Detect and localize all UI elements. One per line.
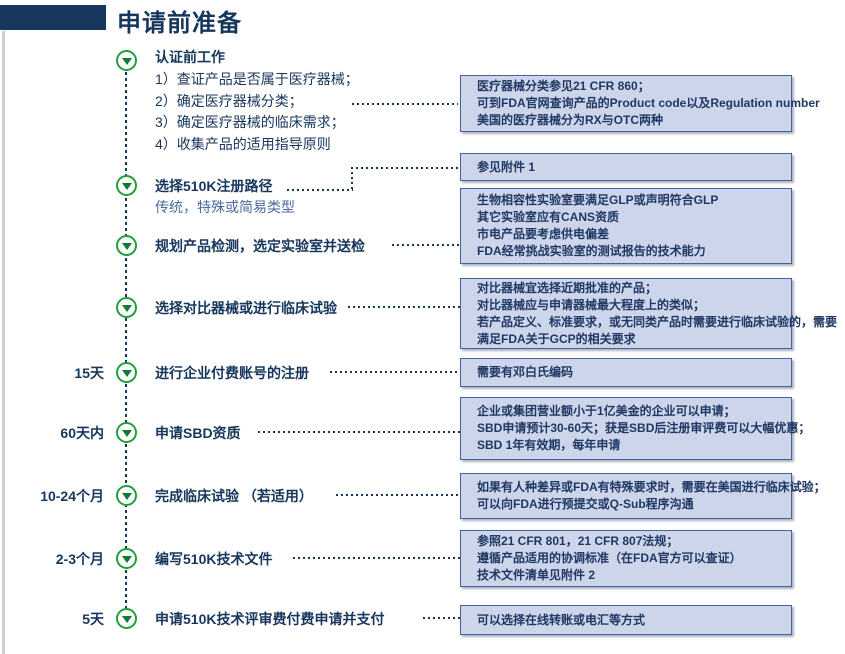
note-line: 参见附件 1	[477, 159, 536, 174]
step-label-write-510k-docs: 编写510K技术文件	[155, 551, 273, 567]
title-accent-bar	[0, 5, 106, 30]
note-line: SBD 1年有效期，每年申请	[477, 438, 621, 452]
step-label-predicate-or-clinical: 选择对比器械或进行临床试验	[155, 300, 337, 316]
note-line: 满足FDA关于GCP的相关要求	[477, 331, 636, 346]
step-marker-icon	[116, 362, 137, 383]
note-line: 市电产品要考虑供电偏差	[477, 227, 610, 241]
down-triangle-icon	[121, 429, 132, 437]
time-label-2-3-months: 2-3个月	[55, 551, 104, 567]
step-label-choose-510k-path: 选择510K注册路径	[155, 178, 273, 194]
step-marker-icon	[116, 235, 137, 256]
note-line: 需要有邓白氏编码	[477, 365, 574, 379]
note-box-attachment1: 参见附件 1	[460, 153, 792, 181]
connector-step8-note8	[293, 557, 460, 559]
note-line: 生物相容性实验室要满足GLP或声明符合GLP	[477, 193, 719, 207]
note-box-technical-docs: 参照21 CFR 801，21 CFR 807法规； 遵循产品适用的协调标准（在…	[460, 530, 792, 587]
connector-step4-note4	[348, 306, 460, 308]
note-line: 遵循产品适用的协调标准（在FDA官方可以查证）	[477, 551, 742, 565]
note-line: 对比器械应与申请器械最大程度上的类似；	[477, 297, 706, 312]
time-label-60-days: 60天内	[60, 425, 104, 441]
down-triangle-icon	[121, 615, 132, 623]
step-subtitle-510k-types: 传统，特殊或简易类型	[155, 199, 295, 215]
down-triangle-icon	[121, 304, 132, 312]
left-border-line	[2, 31, 5, 654]
connector-step6-note6	[258, 431, 460, 433]
step-label-pre-certification: 认证前工作	[155, 49, 225, 65]
note-line: 可到FDA官网查询产品的Product code以及Regulation num…	[477, 96, 820, 110]
time-label-5-days: 5天	[82, 611, 104, 627]
note-line: 技术文件清单见附件 2	[477, 568, 596, 582]
note-line: 可以向FDA进行预提交或Q-Sub程序沟通	[477, 497, 694, 511]
note-line: 其它实验室应有CANS资质	[477, 210, 620, 224]
step-detail-item: 1）查证产品是否属于医疗器械；	[155, 71, 359, 87]
note-line: 对比器械宜选择近期批准的产品；	[477, 280, 658, 295]
connector-step1-note1	[352, 103, 458, 105]
time-label-10-24-months: 10-24个月	[40, 488, 104, 504]
step-marker-icon	[116, 548, 137, 569]
step-label-apply-sbd: 申请SBD资质	[155, 425, 241, 441]
timeline-dotted-line	[125, 60, 127, 618]
note-line: 如果有人种差异或FDA有特殊要求时，需要在美国进行临床试验；	[477, 480, 826, 494]
down-triangle-icon	[121, 492, 132, 500]
step-label-payment-account: 进行企业付费账号的注册	[155, 365, 309, 381]
step-marker-icon	[116, 422, 137, 443]
connector-step7-note7	[336, 494, 460, 496]
connector-step2-elbow-top	[351, 167, 460, 169]
note-line: 企业或集团营业额小于1亿美金的企业可以申请；	[477, 404, 736, 418]
down-triangle-icon	[121, 242, 132, 250]
step-label-plan-testing: 规划产品检测，选定实验室并送检	[155, 238, 365, 254]
note-line: SBD申请预计30-60天；获是SBD后注册审评费可以大幅优惠；	[477, 421, 811, 435]
step-marker-icon	[116, 175, 137, 196]
step-marker-icon	[116, 608, 137, 629]
connector-step2-elbow-vertical	[351, 167, 353, 191]
note-line: 参照21 CFR 801，21 CFR 807法规；	[477, 534, 679, 548]
step-marker-icon	[116, 297, 137, 318]
note-box-duns-number: 需要有邓白氏编码	[460, 358, 792, 387]
step-detail-item: 2）确定医疗器械分类；	[155, 92, 303, 109]
connector-step3-note3	[392, 244, 460, 246]
connector-step2-elbow-bottom	[287, 189, 353, 191]
step-detail-item: 4）收集产品的适用指导原则	[155, 135, 331, 152]
down-triangle-icon	[121, 57, 132, 65]
note-line: 医疗器械分类参见21 CFR 860；	[477, 79, 650, 93]
step-marker-icon	[116, 485, 137, 506]
down-triangle-icon	[121, 555, 132, 563]
connector-step5-note5	[330, 371, 460, 373]
connector-step9-note9	[423, 617, 460, 619]
step-label-complete-clinical: 完成临床试验 （若适用）	[155, 488, 313, 504]
note-line: 可以选择在线转账或电汇等方式	[477, 612, 646, 627]
note-box-payment-methods: 可以选择在线转账或电汇等方式	[460, 605, 792, 635]
note-box-predicate-device: 对比器械宜选择近期批准的产品； 对比器械应与申请器械最大程度上的类似； 若产品定…	[460, 278, 838, 349]
step-details-list: 1）查证产品是否属于医疗器械； 2）确定医疗器械分类； 3）确定医疗器械的临床需…	[155, 69, 359, 155]
step-label-pay-review-fee: 申请510K技术评审费付费申请并支付	[155, 611, 385, 627]
note-line: FDA经常挑战实验室的测试报告的技术能力	[477, 244, 706, 258]
note-box-lab-requirements: 生物相容性实验室要满足GLP或声明符合GLP 其它实验室应有CANS资质 市电产…	[460, 188, 792, 264]
note-line: 若产品定义、标准要求，或无同类产品时需要进行临床试验的，需要	[477, 314, 838, 329]
note-box-classification: 医疗器械分类参见21 CFR 860； 可到FDA官网查询产品的Product …	[460, 75, 820, 132]
down-triangle-icon	[121, 182, 132, 190]
note-line: 美国的医疗器械分为RX与OTC两种	[477, 113, 664, 127]
page-title: 申请前准备	[117, 10, 242, 37]
step-marker-icon	[116, 50, 137, 71]
note-box-sbd-details: 企业或集团营业额小于1亿美金的企业可以申请； SBD申请预计30-60天；获是S…	[460, 397, 811, 460]
time-label-15-days: 15天	[74, 365, 104, 381]
note-box-clinical-trial: 如果有人种差异或FDA有特殊要求时，需要在美国进行临床试验； 可以向FDA进行预…	[460, 473, 826, 519]
step-detail-item: 3）确定医疗器械的临床需求；	[155, 114, 345, 130]
down-triangle-icon	[121, 369, 132, 377]
